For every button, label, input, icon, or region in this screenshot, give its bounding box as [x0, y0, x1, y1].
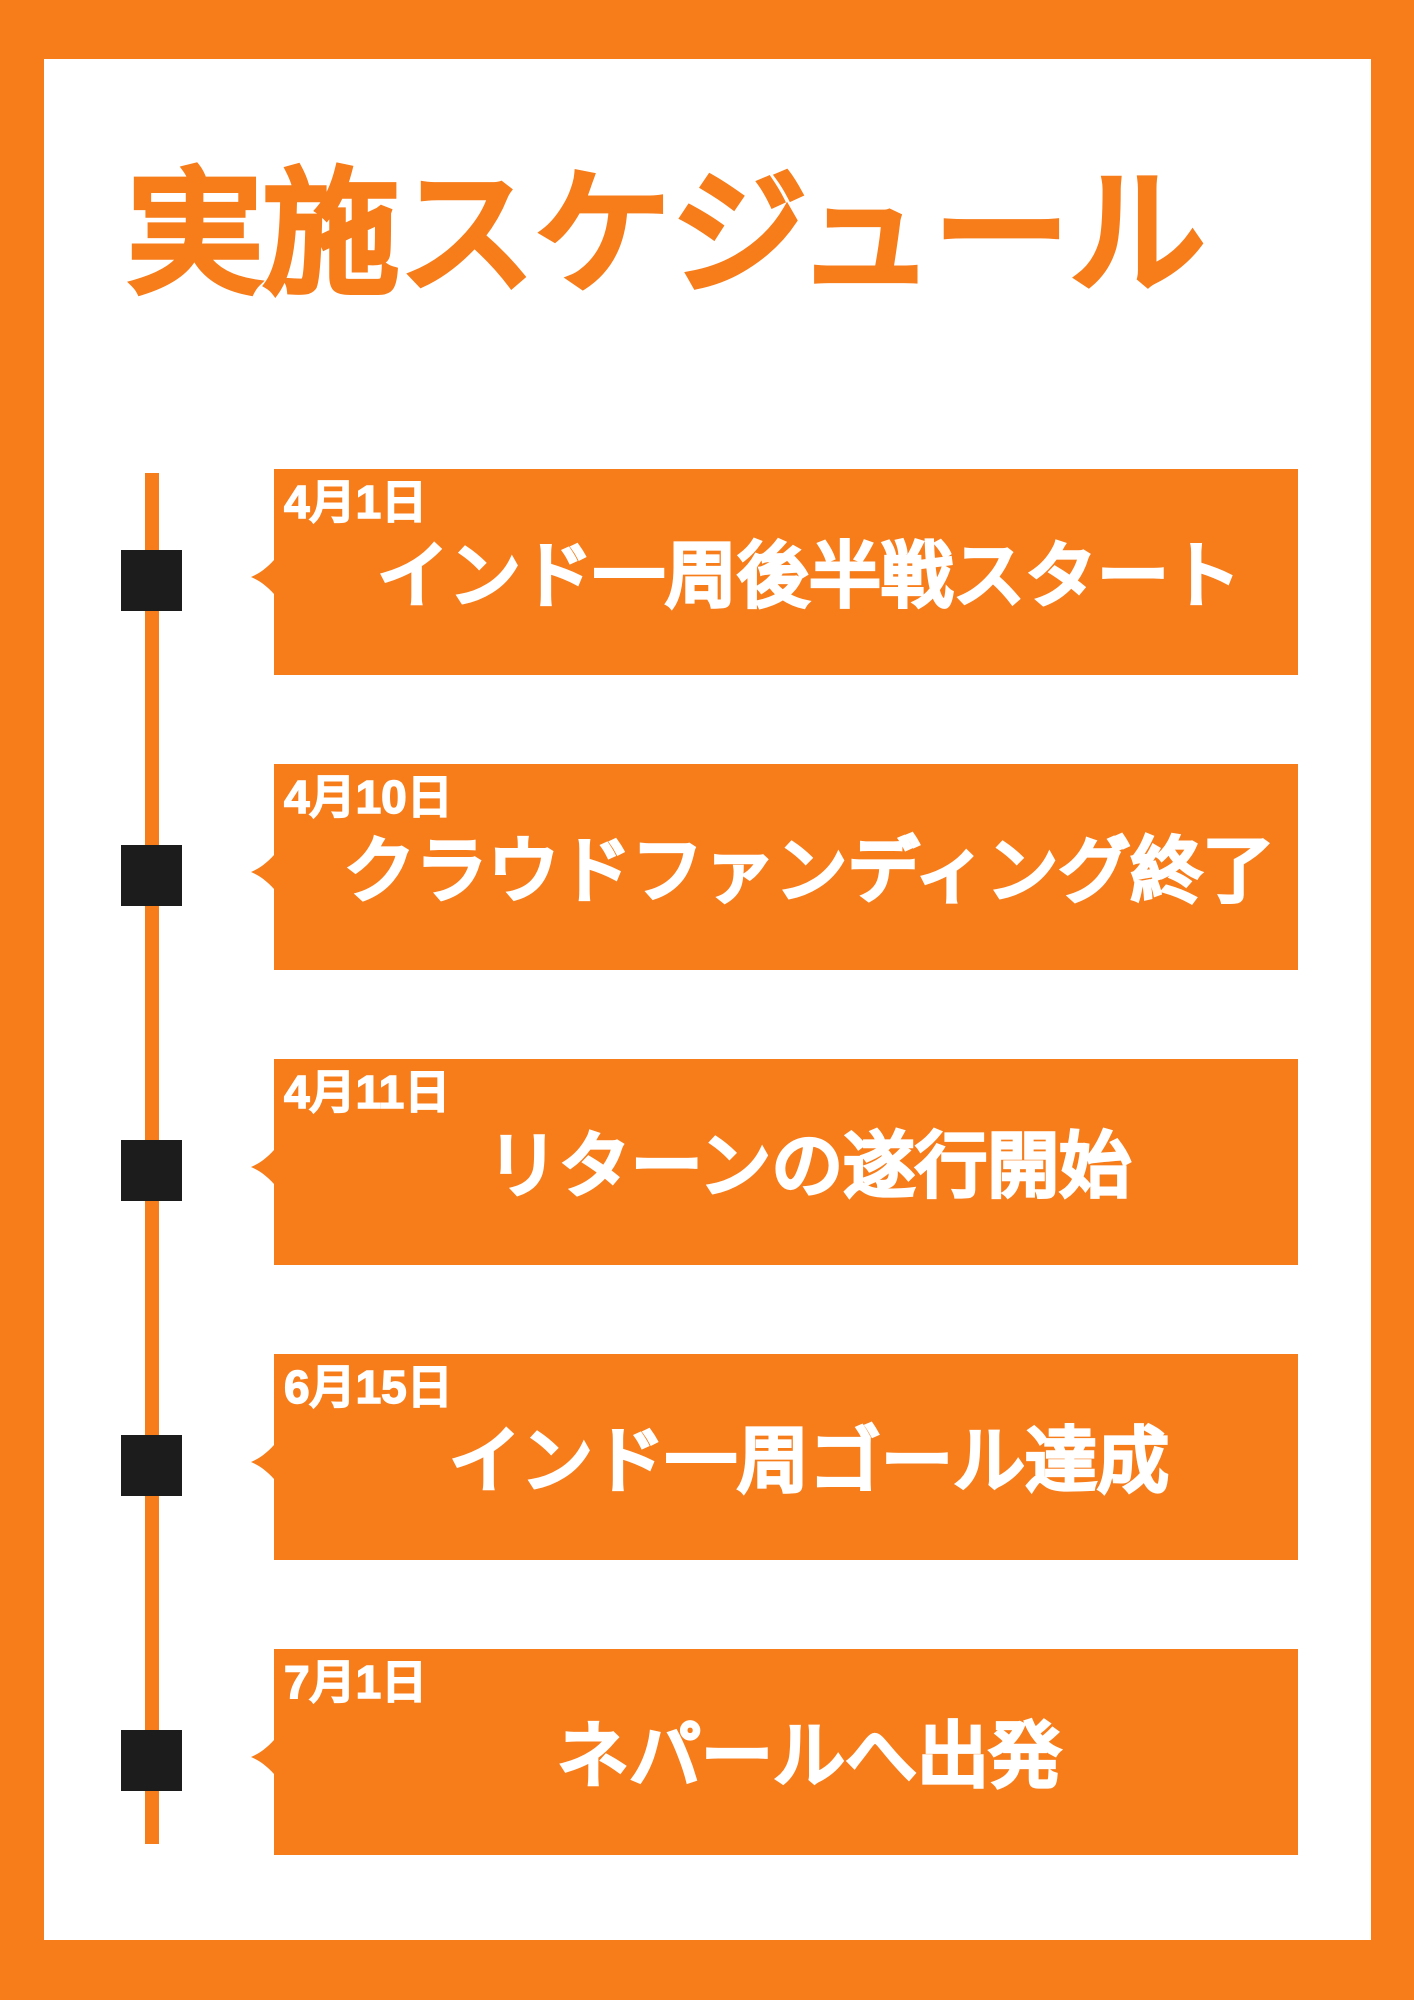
event-date: 4月11日	[283, 1065, 451, 1118]
timeline-marker	[121, 845, 182, 906]
event-date: 4月10日	[283, 770, 453, 823]
event-title: インド一周ゴール達成	[448, 1421, 1170, 1503]
event-card: 4月11日 リターンの遂行開始	[251, 1059, 1298, 1265]
event-title: クラウドファンディング終了	[343, 831, 1276, 913]
timeline-marker	[121, 1730, 182, 1791]
event-title: リターンの遂行開始	[486, 1126, 1132, 1208]
event-card: 6月15日 インド一周ゴール達成	[251, 1354, 1298, 1560]
event-card: 4月1日 インド一周後半戦スタート	[251, 469, 1298, 675]
callout-pointer-icon	[251, 1740, 274, 1774]
event-title: インド一周後半戦スタート	[376, 536, 1242, 618]
timeline-marker	[121, 1435, 182, 1496]
event-card: 4月10日 クラウドファンディング終了	[251, 764, 1298, 970]
timeline-item: 4月10日 クラウドファンディング終了	[0, 764, 1414, 970]
timeline-item: 7月1日 ネパールへ出発	[0, 1649, 1414, 1855]
callout-pointer-icon	[251, 855, 274, 889]
timeline-marker	[121, 1140, 182, 1201]
callout-pointer-icon	[251, 560, 274, 594]
event-date: 7月1日	[283, 1655, 428, 1708]
event-date: 4月1日	[283, 475, 428, 528]
event-date: 6月15日	[283, 1360, 453, 1413]
timeline-item: 4月1日 インド一周後半戦スタート	[0, 469, 1414, 675]
event-card: 7月1日 ネパールへ出発	[251, 1649, 1298, 1855]
timeline-item: 6月15日 インド一周ゴール達成	[0, 1354, 1414, 1560]
callout-pointer-icon	[251, 1445, 274, 1479]
event-title: ネパールへ出発	[556, 1716, 1062, 1798]
page-title: 実施スケジュール	[125, 158, 1206, 310]
callout-pointer-icon	[251, 1150, 274, 1184]
timeline-item: 4月11日 リターンの遂行開始	[0, 1059, 1414, 1265]
timeline-marker	[121, 550, 182, 611]
